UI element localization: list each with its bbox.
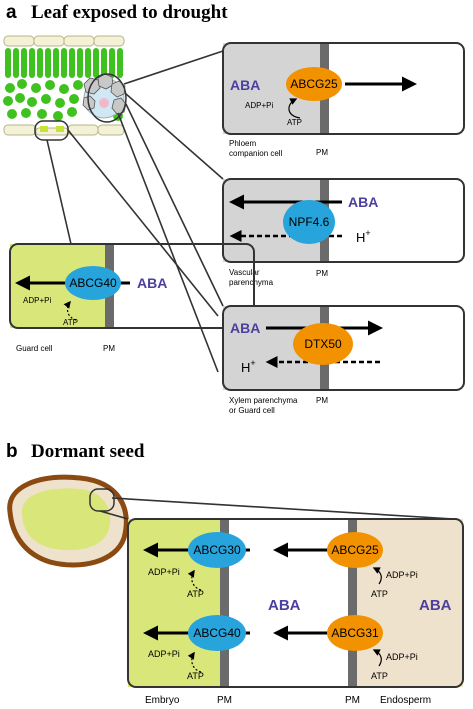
vascular-callout-circle (87, 73, 127, 123)
panel-b-letter: b (6, 441, 18, 462)
cell-label-line2: companion cell (229, 149, 283, 158)
center-aba-label: ABA (268, 597, 301, 614)
atp-arrow (63, 300, 77, 321)
abcg25-label: ABCG25 (331, 543, 379, 557)
abcg40-adp: ADP+Pi (148, 649, 180, 659)
abcg31-label: ABCG31 (331, 626, 379, 640)
palisade-layer (5, 48, 123, 78)
transporter-oval (65, 266, 121, 300)
panel-b-title: Dormant seed (31, 441, 145, 462)
leaf-cross-section (3, 35, 127, 141)
upper-epidermis (3, 35, 125, 47)
transporter-label: ABCG25 (290, 77, 338, 91)
atp-arrow (288, 98, 301, 119)
abcg30-label: ABCG30 (193, 543, 241, 557)
abcg40-atp: ATP (187, 671, 204, 681)
spongy-mesophyll (3, 79, 124, 121)
abcg31-adp: ADP+Pi (386, 652, 418, 662)
box-frame (222, 42, 465, 135)
aba-label: ABA (137, 275, 167, 291)
abcg40-atp-arrow (187, 651, 202, 673)
aba-label: ABA (230, 320, 260, 336)
cell-label: Xylem parenchyma (229, 396, 298, 405)
box-frame (127, 518, 464, 688)
transporter-label: NPF4.6 (289, 215, 330, 229)
abcg30-oval (188, 532, 246, 568)
abcg30-atp-arrow (187, 569, 202, 591)
pm-label-right: PM (345, 695, 360, 706)
vascular-bundle (82, 73, 127, 119)
cell-label: Guard cell (16, 344, 53, 353)
abcg25-atp-arrow (372, 567, 382, 585)
proton-label: H+ (356, 228, 371, 245)
connector-lines-b (99, 497, 455, 520)
transporter-oval (283, 200, 335, 244)
transporter-label: ABCG40 (69, 276, 117, 290)
atp-label: ATP (287, 118, 302, 127)
embryo-shape (21, 488, 111, 551)
abcg25-adp: ADP+Pi (386, 570, 418, 580)
abcg40-oval (188, 615, 246, 651)
aba-label: ABA (230, 77, 260, 93)
transporter-oval (286, 67, 342, 101)
cell-label: Vascular (229, 268, 260, 277)
guard-cell-shape-right (56, 126, 64, 132)
seed-drawing (7, 474, 129, 568)
pm-label: PM (316, 269, 328, 278)
abcg30-atp: ATP (187, 589, 204, 599)
abcg25-oval (327, 532, 383, 568)
pm-label: PM (316, 396, 328, 405)
adp-label: ADP+Pi (23, 296, 51, 305)
abcg25-atp: ATP (371, 589, 388, 599)
endosperm-aba-label: ABA (419, 597, 452, 614)
aba-label: ABA (348, 194, 378, 210)
pm-label: PM (103, 344, 115, 353)
plasma-membrane-endosperm (348, 519, 357, 687)
cell-label: Phloem (229, 139, 256, 148)
cell-label-line2: parenchyma (229, 278, 274, 287)
box-seed: ABCG30 ADP+Pi ATP ABCG40 ADP+Pi ATP ABA … (127, 518, 464, 688)
transporter-oval (293, 323, 353, 365)
lower-epidermis (3, 124, 125, 136)
guard-cell-shape-left (40, 126, 48, 132)
pm-label-left: PM (217, 695, 232, 706)
box-abcg40: ABCG40 ABA ADP+Pi ATP Guard cell PM (9, 243, 255, 353)
atp-label: ATP (63, 318, 78, 327)
panel-a-title: Leaf exposed to drought (31, 2, 228, 23)
panel-a-letter: a (6, 2, 17, 23)
box-npf46: ABA H+ NPF4.6 Vascular parenchyma PM (222, 178, 465, 287)
abcg40-label: ABCG40 (193, 626, 241, 640)
box-dtx50: ABA H+ DTX50 Xylem parenchyma or Guard c… (222, 305, 465, 415)
box-abcg25: ABA ABCG25 ADP+Pi ATP Phloem companion c… (222, 42, 465, 158)
endosperm-label: Endosperm (380, 695, 431, 706)
pm-label: PM (316, 148, 328, 157)
abcg31-oval (327, 615, 383, 651)
embryo-label: Embryo (145, 695, 180, 706)
plasma-membrane-embryo (220, 519, 229, 687)
box-frame (222, 305, 465, 391)
cell-label-line2: or Guard cell (229, 406, 275, 415)
abcg31-atp: ATP (371, 671, 388, 681)
transporter-label: DTX50 (304, 337, 342, 351)
box-frame (222, 178, 465, 263)
box-frame (9, 243, 255, 329)
abcg31-atp-arrow (372, 649, 382, 667)
adp-label: ADP+Pi (245, 101, 273, 110)
abcg30-adp: ADP+Pi (148, 567, 180, 577)
